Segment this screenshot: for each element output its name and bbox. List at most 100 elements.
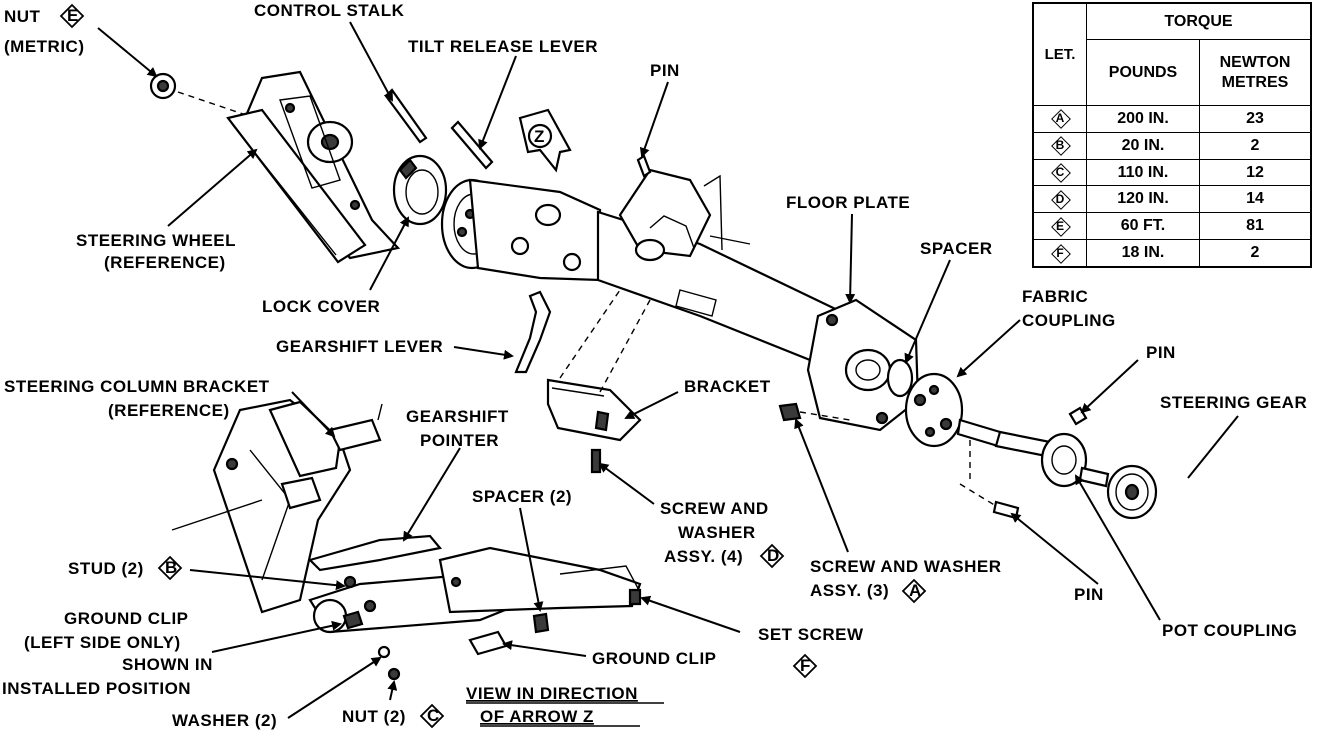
torque-pounds-cell: 60 FT. — [1086, 212, 1200, 240]
screw-d-part — [590, 448, 602, 474]
label-gearshift: GEARSHIFT — [406, 407, 509, 426]
label-ground-clip-left-d: INSTALLED POSITION — [2, 679, 191, 698]
label-set-screw: SET SCREW — [758, 625, 864, 644]
inset-view-artwork — [171, 398, 642, 681]
torque-pounds-cell: 120 IN. — [1086, 185, 1200, 214]
label-steering-wheel-ref: (REFERENCE) — [104, 253, 226, 272]
torque-letter-cell: A — [1032, 105, 1087, 133]
pin-bottom-dash — [959, 483, 997, 507]
label-pin-top: PIN — [650, 61, 680, 80]
torque-newton-cell: 12 — [1199, 158, 1312, 187]
torque-letter-cell: B — [1032, 131, 1087, 160]
label-stud: STUD (2) — [68, 559, 144, 578]
label-control-stalk: CONTROL STALK — [254, 1, 405, 20]
svg-text:A: A — [909, 581, 922, 600]
label-pin-right: PIN — [1146, 343, 1176, 362]
arrow-z-letter: Z — [534, 127, 545, 146]
label-ground-clip-left-a: GROUND CLIP — [64, 609, 189, 628]
label-floor-plate: FLOOR PLATE — [786, 193, 910, 212]
exploded-artwork: Z — [149, 70, 1158, 681]
letter-diamond-e: E — [59, 3, 85, 29]
torque-letter: C — [1055, 165, 1065, 179]
pin-top-part — [636, 154, 652, 178]
svg-text:D: D — [767, 546, 780, 565]
label-nut-2: NUT (2) — [342, 707, 406, 726]
letter-diamond-c: C — [419, 703, 445, 729]
header-newton: NEWTON METRES — [1199, 39, 1312, 107]
label-pot-coupling: POT COUPLING — [1162, 621, 1297, 640]
torque-newton-cell: 23 — [1199, 105, 1312, 133]
torque-letter-cell: D — [1032, 185, 1087, 214]
torque-header-row: LET. TORQUE — [1032, 2, 1312, 107]
label-washer: WASHER (2) — [172, 711, 277, 730]
floor-plate-part — [806, 298, 920, 432]
leader-lines — [97, 21, 1239, 719]
letter-diamond-icon: B — [1051, 136, 1070, 155]
label-bracket: BRACKET — [684, 377, 771, 396]
gearshift-lever-part — [514, 290, 552, 374]
pot-coupling-part — [994, 430, 1110, 488]
svg-text:C: C — [427, 706, 440, 725]
fabric-coupling-part — [904, 372, 1002, 448]
label-nut-metric: NUT — [4, 7, 41, 26]
label-screw-washer-3-a: SCREW AND WASHER — [810, 557, 1002, 576]
svg-text:B: B — [165, 558, 178, 577]
torque-subheader-row: POUNDS NEWTON METRES — [1033, 39, 1312, 107]
label-spacer: SPACER — [920, 239, 993, 258]
letter-diamond-icon: C — [1051, 163, 1070, 182]
torque-letter: A — [1055, 111, 1065, 126]
torque-letter-cell: C — [1032, 158, 1087, 187]
torque-newton-cell: 14 — [1199, 185, 1312, 214]
header-pounds: POUNDS — [1086, 39, 1200, 107]
letter-diamond-icon: F — [1051, 244, 1070, 263]
spacer-part — [886, 358, 914, 398]
header-let: LET. — [1032, 2, 1087, 107]
tilt-release-lever-part — [450, 120, 494, 170]
label-steering-column-bracket-ref: (REFERENCE) — [108, 401, 230, 420]
torque-row: C 110 IN.12 — [1032, 158, 1312, 187]
label-screw-washer-4-a: SCREW AND — [660, 499, 769, 518]
label-screw-washer-4-c: ASSY. (4) — [664, 547, 743, 566]
screw-a-dash — [799, 411, 851, 421]
label-pin-bottom: PIN — [1074, 585, 1104, 604]
torque-letter: D — [1055, 191, 1065, 206]
torque-pounds-cell: 200 IN. — [1086, 105, 1200, 133]
torque-letter-cell: E — [1032, 212, 1087, 240]
label-gearshift-lever: GEARSHIFT LEVER — [276, 337, 443, 356]
labels: NUT E (METRIC) CONTROL STALK TILT RELEAS… — [2, 1, 1307, 730]
letter-diamond-d: D — [759, 543, 785, 569]
letter-diamond-a: A — [901, 578, 927, 604]
letter-diamond-icon: D — [1051, 190, 1070, 209]
label-view-direction: VIEW IN DIRECTION — [466, 684, 638, 703]
torque-letter: B — [1055, 138, 1065, 153]
torque-row: A 200 IN.23 — [1032, 105, 1312, 133]
letter-diamond-b: B — [157, 555, 183, 581]
bracket-part — [546, 289, 651, 442]
torque-letter: F — [1056, 245, 1064, 260]
label-pointer: POINTER — [420, 431, 499, 450]
letter-diamond-icon: A — [1051, 109, 1070, 128]
label-metric: (METRIC) — [4, 37, 84, 56]
label-steering-wheel: STEERING WHEEL — [76, 231, 236, 250]
label-screw-washer-4-b: WASHER — [678, 523, 756, 542]
letter-diamond-f: F — [792, 653, 818, 679]
label-view-arrow: OF ARROW Z — [480, 707, 594, 726]
label-lock-cover: LOCK COVER — [262, 297, 380, 316]
control-stalk-part — [384, 88, 428, 144]
label-fabric: FABRIC — [1022, 287, 1088, 306]
letter-diamond-icon: E — [1051, 217, 1070, 236]
label-coupling: COUPLING — [1022, 311, 1116, 330]
lock-cover-part — [392, 154, 448, 226]
torque-pounds-cell: 110 IN. — [1086, 158, 1200, 187]
label-steering-column-bracket: STEERING COLUMN BRACKET — [4, 377, 270, 396]
label-ground-clip-left-b: (LEFT SIDE ONLY) — [24, 633, 181, 652]
label-spacer-2: SPACER (2) — [472, 487, 572, 506]
label-tilt-release-lever: TILT RELEASE LEVER — [408, 37, 598, 56]
label-steering-gear: STEERING GEAR — [1160, 393, 1307, 412]
